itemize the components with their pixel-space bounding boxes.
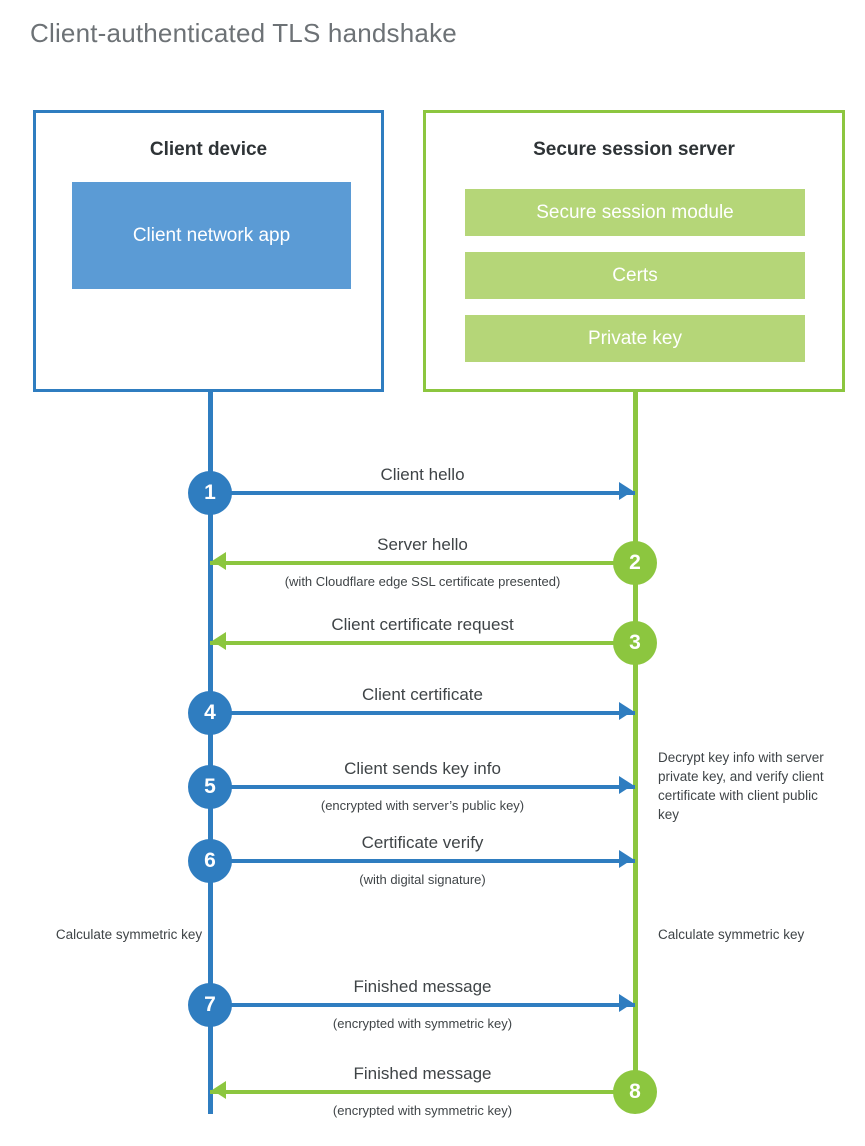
arrow-head — [619, 776, 633, 794]
arrow-line — [210, 641, 635, 645]
arrow-line — [210, 1003, 635, 1007]
message-label-1: Client hello — [380, 465, 465, 484]
step-badge-3[interactable]: 3 — [613, 621, 657, 665]
message-label-7: Finished message — [353, 977, 492, 996]
arrow-head — [212, 1081, 226, 1099]
arrow-head — [212, 632, 226, 650]
arrow-head — [619, 994, 633, 1012]
step-badge-6[interactable]: 6 — [188, 839, 232, 883]
arrow-line — [210, 1090, 635, 1094]
secure-session-server-box: Secure session server Secure session mod… — [423, 110, 845, 392]
arrow-head — [619, 702, 633, 720]
message-label-8: Finished message — [353, 1064, 492, 1083]
message-label-5: Client sends key info — [344, 759, 501, 778]
server-decrypt-annotation: Decrypt key info with server private key… — [658, 750, 824, 823]
message-label-6: Certificate verify — [361, 833, 484, 852]
server-module-certs: Certs — [465, 252, 805, 299]
client-lifeline — [208, 392, 213, 1114]
client-device-title: Client device — [149, 139, 268, 160]
step-badge-4[interactable]: 4 — [188, 691, 232, 735]
arrow-line — [210, 561, 635, 565]
step-badge-7[interactable]: 7 — [188, 983, 232, 1027]
arrow-head — [212, 552, 226, 570]
arrow-head — [619, 850, 633, 868]
message-label-2: Server hello — [377, 535, 468, 554]
message-label-3: Client certificate request — [331, 615, 514, 634]
message-sublabel-6: (with digital signature) — [359, 872, 486, 887]
step-badge-2[interactable]: 2 — [613, 541, 657, 585]
arrow-line — [210, 785, 635, 789]
page-title: Client-authenticated TLS handshake — [30, 18, 457, 48]
server-module-secure-session-module: Secure session module — [465, 189, 805, 236]
server-module-private-key: Private key — [465, 315, 805, 362]
arrow-line — [210, 711, 635, 715]
client-device-box: Client device Client network app — [33, 110, 384, 392]
secure-session-server-title: Secure session server — [533, 139, 735, 160]
step-badge-8[interactable]: 8 — [613, 1070, 657, 1114]
step-badge-5[interactable]: 5 — [188, 765, 232, 809]
client-calculate-symmetric-key-annotation: Calculate symmetric key — [55, 927, 203, 942]
message-sublabel-5: (encrypted with server’s public key) — [320, 798, 525, 813]
arrow-line — [210, 859, 635, 863]
message-label-4: Client certificate — [362, 685, 483, 704]
server-calculate-symmetric-key-annotation: Calculate symmetric key — [658, 927, 805, 942]
message-sublabel-7: (encrypted with symmetric key) — [332, 1016, 513, 1031]
arrow-line — [210, 491, 635, 495]
server-lifeline — [633, 392, 638, 1092]
client-network-app: Client network app — [72, 182, 351, 289]
arrow-head — [619, 482, 633, 500]
message-sublabel-2: (with Cloudflare edge SSL certificate pr… — [284, 574, 561, 589]
step-badge-1[interactable]: 1 — [188, 471, 232, 515]
message-sublabel-8: (encrypted with symmetric key) — [332, 1103, 513, 1118]
